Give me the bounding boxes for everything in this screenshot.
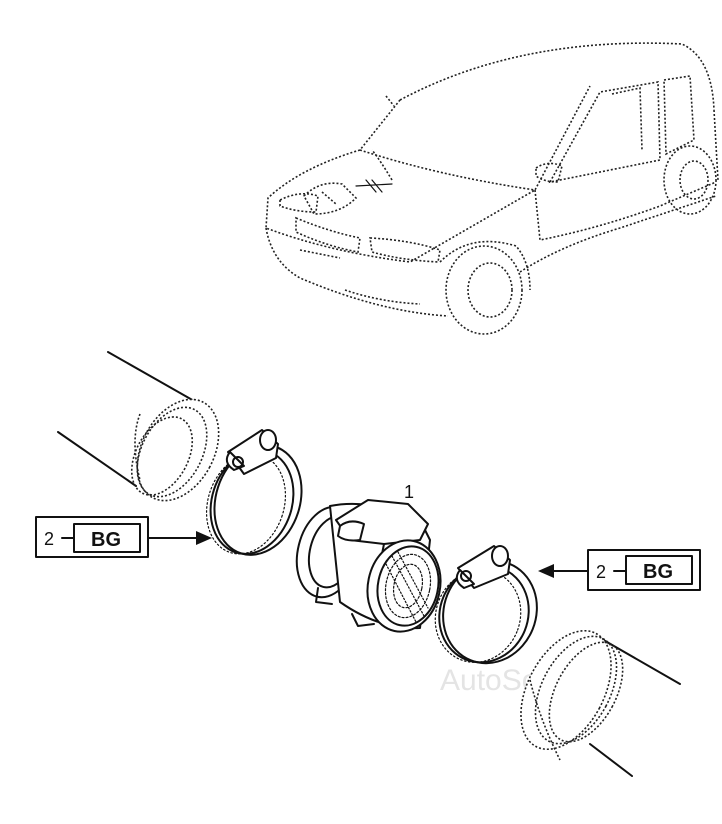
hose-clamp-left	[205, 429, 303, 556]
callout-left-qty: 2	[44, 529, 54, 549]
callout-left: 2 BG	[35, 516, 212, 558]
intake-hose-upper	[57, 351, 220, 502]
callout-right: 2 BG	[538, 549, 701, 591]
car-illustration	[265, 42, 719, 335]
mass-air-flow-sensor: 1	[295, 482, 442, 633]
callout-right-code: BG	[643, 561, 673, 583]
hose-clamp-right	[434, 545, 538, 665]
part-number-label: 1	[404, 482, 414, 502]
intake-hose-lower	[520, 629, 681, 777]
callout-right-qty: 2	[596, 562, 606, 582]
callout-left-code: BG	[91, 529, 121, 551]
